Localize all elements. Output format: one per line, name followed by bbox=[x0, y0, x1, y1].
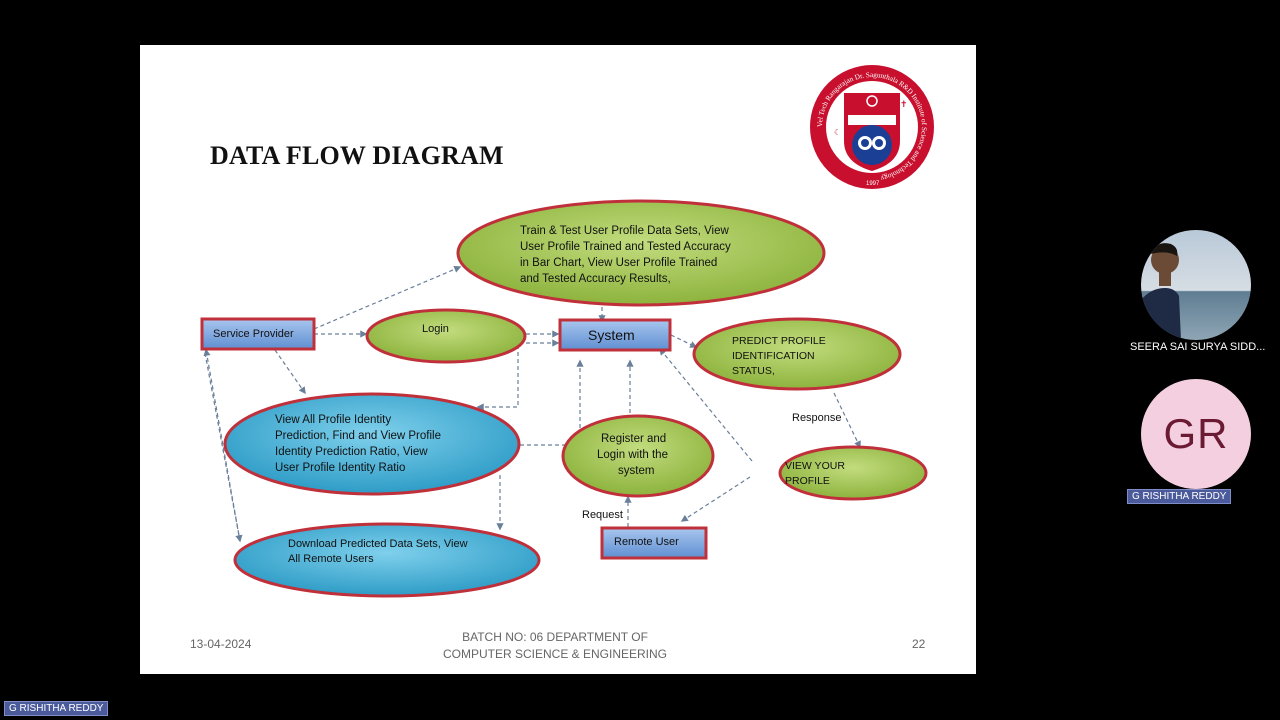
label-request: Request bbox=[582, 509, 623, 521]
svg-text:✝: ✝ bbox=[900, 99, 908, 109]
node-remote-user: Remote User bbox=[600, 526, 708, 560]
participant-initials-tile[interactable]: GR bbox=[1141, 379, 1251, 489]
participant-video-tile[interactable] bbox=[1141, 230, 1251, 340]
node-register: Register and Login with the system bbox=[561, 414, 715, 498]
label-response: Response bbox=[792, 412, 842, 424]
svg-text:Train & Test User Profile Data: Train & Test User Profile Data Sets, Vie… bbox=[520, 225, 734, 285]
svg-text:Download Predicted Data Sets,: Download Predicted Data Sets, View All R… bbox=[288, 538, 471, 565]
data-flow-diagram: Train & Test User Profile Data Sets, Vie… bbox=[200, 199, 928, 598]
arrow-sp-to-viewall bbox=[274, 349, 306, 395]
footer-department-line: COMPUTER SCIENCE & ENGINEERING bbox=[442, 647, 668, 661]
arrow-viewprofile-to-system bbox=[659, 347, 753, 462]
node-view-all: View All Profile Identity Prediction, Fi… bbox=[223, 392, 521, 496]
node-train-test: Train & Test User Profile Data Sets, Vie… bbox=[456, 199, 826, 307]
svg-text:View All Profile Identity: View All Profile Identity Prediction, Fi… bbox=[275, 414, 444, 474]
svg-text:Remote User: Remote User bbox=[614, 536, 679, 548]
participant-name-label: SEERA SAI SURYA SIDD... bbox=[1130, 341, 1266, 353]
node-service-provider: Service Provider bbox=[200, 317, 316, 351]
svg-text:VIEW YOUR PROFILE: VIEW YOUR PROFILE bbox=[785, 460, 848, 487]
svg-text:PREDICT PROFILE IDEN: PREDICT PROFILE IDENTIFICATION STATUS, bbox=[732, 335, 829, 377]
participant-initials: GR bbox=[1163, 410, 1229, 457]
slide-footer-date: 13-04-2024 bbox=[190, 637, 252, 651]
arrow-sp-to-train bbox=[313, 265, 462, 330]
svg-text:Service Provider: Service Provider bbox=[213, 328, 294, 340]
arrow-predict-to-viewprofile bbox=[833, 392, 861, 449]
node-view-profile: VIEW YOUR PROFILE bbox=[778, 445, 928, 501]
node-system: System bbox=[558, 318, 672, 352]
svg-text:System: System bbox=[588, 327, 635, 343]
self-view-name-tag: G RISHITHA REDDY bbox=[4, 701, 109, 716]
node-download: Download Predicted Data Sets, View All R… bbox=[233, 522, 541, 598]
shared-slide: DATA FLOW DIAGRAM Vel Tech Rangarajan Dr… bbox=[140, 45, 976, 674]
node-predict: PREDICT PROFILE IDENTIFICATION STATUS, bbox=[692, 317, 902, 391]
slide-page-number: 22 bbox=[912, 637, 926, 651]
arrow-viewall-to-system bbox=[520, 359, 584, 446]
svg-text:Login: Login bbox=[422, 323, 449, 335]
slide-footer-department: BATCH NO: 06 DEPARTMENT OF COMPUTER SCIE… bbox=[430, 629, 680, 663]
slide-title: DATA FLOW DIAGRAM bbox=[210, 141, 504, 170]
arrow-sp-to-download bbox=[204, 352, 243, 543]
svg-text:Register and Login w: Register and Login with the system bbox=[597, 433, 671, 477]
logo-year: 1997 bbox=[866, 181, 880, 187]
node-login: Login bbox=[365, 308, 527, 364]
participant-name-tag: G RISHITHA REDDY bbox=[1127, 489, 1232, 504]
svg-text:☾: ☾ bbox=[834, 128, 841, 137]
arrow-system-to-predict bbox=[670, 334, 698, 348]
participant-avatar-photo bbox=[1141, 230, 1251, 340]
footer-batch-line: BATCH NO: 06 DEPARTMENT OF bbox=[462, 630, 648, 644]
institute-logo: Vel Tech Rangarajan Dr. Sagunthala R&D I… bbox=[810, 65, 934, 189]
